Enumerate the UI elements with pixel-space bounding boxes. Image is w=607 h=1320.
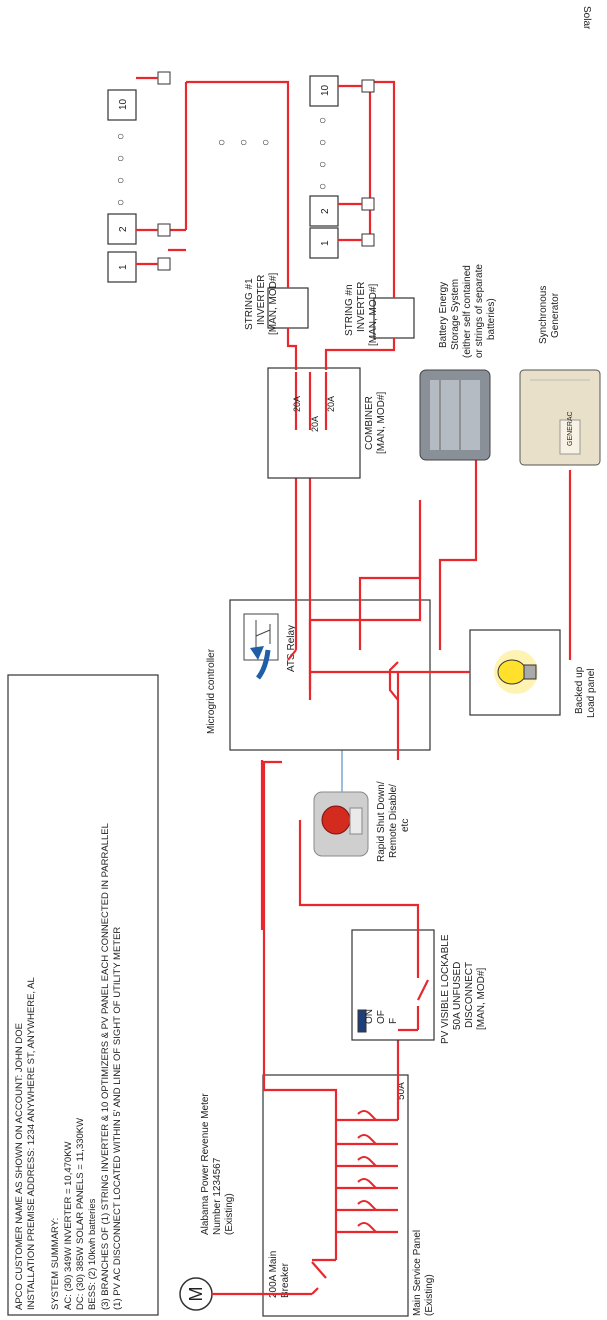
summary-bess: BESS: (2) 10kwh batteries bbox=[87, 1198, 98, 1310]
svg-text:○: ○ bbox=[117, 129, 124, 143]
combiner-label-1: COMBINER bbox=[364, 396, 375, 450]
string-n-label-2: INVERTER bbox=[356, 282, 367, 332]
main-panel-label-2: (Existing) bbox=[424, 1274, 435, 1316]
combiner-bus bbox=[294, 372, 328, 430]
battery-label-5: batteries) bbox=[486, 298, 497, 340]
auto-transformer-icon bbox=[243, 613, 279, 661]
ats-relay-label: ATS Relay bbox=[286, 625, 297, 672]
string-1-label-1: STRING #1 bbox=[244, 278, 255, 330]
svg-text:○: ○ bbox=[319, 157, 326, 171]
string-n-panel-wiring bbox=[338, 84, 362, 242]
summary-customer: APCO CUSTOMER NAME AS SHOWN ON ACCOUNT: … bbox=[14, 1023, 25, 1310]
battery-label-3: (either self contained bbox=[462, 265, 473, 358]
string-n-panel-1: 1 bbox=[320, 240, 331, 246]
rapid-shutdown-label-2: Remote Disable/ bbox=[388, 784, 399, 858]
branch-breakers bbox=[357, 1110, 377, 1233]
generator-feed-wire bbox=[358, 560, 422, 650]
string-n-label-3: [MAN, MOD#] bbox=[368, 284, 379, 346]
disconnect-off-label-2: F bbox=[388, 1018, 399, 1024]
rapid-shutdown-button[interactable] bbox=[313, 791, 369, 857]
summary-address: INSTALLATION PREMISE ADDRESS: 1234 ANYWH… bbox=[26, 977, 37, 1310]
light-bulb-icon bbox=[494, 650, 538, 694]
svg-text:○: ○ bbox=[319, 113, 326, 127]
meter-label-1: Alabama Power Revenue Meter bbox=[200, 1093, 211, 1235]
rapid-shutdown-label-3: etc bbox=[400, 819, 411, 832]
battery-label-4: or strings of separate bbox=[474, 264, 485, 358]
branch-50a-label: 50A bbox=[396, 1082, 407, 1100]
disconnect-to-microgrid-wire bbox=[298, 820, 420, 930]
svg-text:○: ○ bbox=[319, 135, 326, 149]
generator-brand: GENERAC bbox=[567, 411, 574, 446]
svg-text:○: ○ bbox=[262, 135, 269, 149]
summary-branches: (3) BRANCHES OF (1) STRING INVERTER & 10… bbox=[100, 823, 111, 1310]
string-1-optimizers bbox=[157, 71, 171, 271]
svg-text:○: ○ bbox=[117, 195, 124, 209]
string-1-wiring bbox=[168, 80, 298, 370]
string-n-wiring bbox=[324, 80, 396, 370]
string-n-optimizers bbox=[361, 79, 375, 247]
string-1-panel-wiring bbox=[136, 76, 158, 266]
string-n-label-1: STRING #n bbox=[344, 284, 355, 336]
string-1-panel-1: 1 bbox=[118, 264, 129, 270]
string-1-panels bbox=[107, 89, 137, 283]
disconnect-off-label-1: OF bbox=[376, 1010, 387, 1024]
summary-box bbox=[7, 674, 159, 1316]
combiner-breaker-1: 20A bbox=[292, 396, 302, 412]
generator-label-2: Generator bbox=[550, 292, 561, 338]
disconnect-label-2: 50A UNFUSED bbox=[452, 962, 463, 1030]
main-panel-to-microgrid-wire bbox=[262, 760, 338, 1120]
generator-label-1: Synchronous bbox=[538, 286, 549, 344]
string-n-panel-2: 2 bbox=[320, 208, 331, 214]
microgrid-title: Microgrid controller bbox=[206, 648, 217, 734]
summary-disconnect-note: (1) PV AC DISCONNECT LOCATED WITHIN 5' A… bbox=[112, 927, 123, 1310]
battery-label-1: Battery Energy bbox=[438, 282, 449, 348]
combiner-box bbox=[267, 367, 361, 479]
battery-image bbox=[419, 369, 491, 461]
load-panel-label-2: Load panel bbox=[586, 669, 597, 719]
meter-label-3: (Existing) bbox=[224, 1193, 235, 1235]
combiner-breaker-3: 20A bbox=[326, 396, 336, 412]
disconnect-on-label: ON bbox=[364, 1009, 375, 1024]
summary-ac: AC: (30) 349W INVERTER = 10,470KW bbox=[63, 1141, 74, 1310]
meter-symbol: M bbox=[186, 1287, 206, 1302]
ats-relay-arrow bbox=[255, 649, 271, 680]
rapid-shutdown-label-1: Rapid Shut Down/ bbox=[376, 781, 387, 862]
string-n-panel-10: 10 bbox=[320, 84, 331, 96]
ellipsis-circles: ○ ○ ○ ○ ○ ○ ○ ○ ○ ○ ○ bbox=[117, 113, 326, 209]
summary-text: APCO CUSTOMER NAME AS SHOWN ON ACCOUNT: … bbox=[14, 823, 123, 1310]
string-1-panel-2: 2 bbox=[118, 226, 129, 232]
main-panel-wiring bbox=[212, 1118, 398, 1296]
string-n-panels bbox=[309, 75, 339, 259]
generator-image bbox=[519, 369, 601, 466]
meter-label-2: Number 1234567 bbox=[212, 1157, 223, 1235]
combiner-label-2: [MAN, MOD#] bbox=[376, 392, 387, 454]
string-1-label-2: INVERTER bbox=[256, 275, 267, 325]
disconnect-label-3: DISCONNECT bbox=[464, 962, 475, 1028]
battery-line-wire bbox=[438, 460, 478, 650]
load-panel-label-1: Backed up bbox=[574, 666, 585, 714]
string-1-panel-10: 10 bbox=[118, 98, 129, 110]
svg-text:○: ○ bbox=[117, 173, 124, 187]
disconnect-label-4: [MAN, MOD#] bbox=[476, 968, 487, 1030]
string-n-inverter-box bbox=[373, 297, 415, 339]
summary-dc: DC: (30) 385W SOLAR PANELS = 11,330KW bbox=[75, 1118, 86, 1310]
battery-label-2: Storage System bbox=[450, 279, 461, 350]
svg-text:○: ○ bbox=[218, 135, 225, 149]
svg-text:○: ○ bbox=[319, 179, 326, 193]
combiner-breaker-2: 20A bbox=[310, 416, 320, 432]
main-breaker-label-2: Breaker bbox=[280, 1262, 291, 1298]
disconnect-wiring bbox=[398, 930, 429, 1032]
disconnect-handle[interactable] bbox=[357, 1009, 367, 1033]
svg-text:○: ○ bbox=[240, 135, 247, 149]
summary-heading: SYSTEM SUMMARY: bbox=[50, 1218, 61, 1310]
solar-corner-label: Solar bbox=[581, 6, 592, 30]
string-1-label-3: [MAN, MOD#] bbox=[268, 273, 279, 335]
disconnect-label-1: PV VISIBLE LOCKABLE bbox=[440, 934, 451, 1044]
svg-text:○: ○ bbox=[117, 151, 124, 165]
main-breaker-label-1: 200A Main bbox=[268, 1251, 279, 1298]
main-panel-label-1: Main Service Panel bbox=[412, 1230, 423, 1316]
